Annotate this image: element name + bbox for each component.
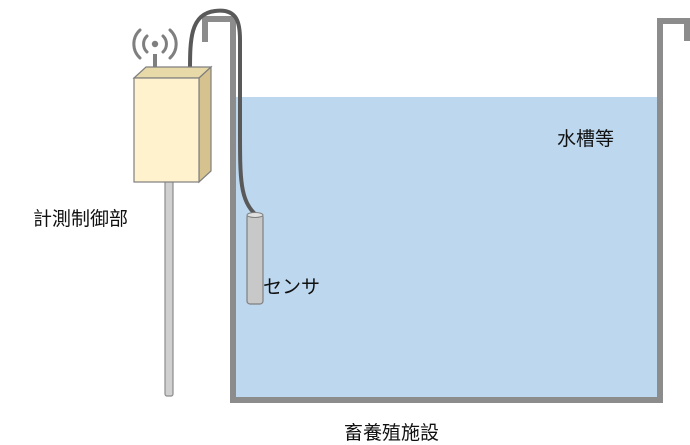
facility-label: 畜養殖施設 bbox=[344, 422, 440, 444]
tank-wall bbox=[202, 16, 690, 403]
control-unit-label: 計測制御部 bbox=[33, 208, 129, 230]
antenna-stub bbox=[153, 54, 157, 72]
support-pole bbox=[164, 177, 174, 397]
control-unit-box bbox=[132, 65, 213, 184]
tank-label: 水槽等 bbox=[557, 128, 615, 150]
water-body bbox=[233, 97, 657, 397]
sensor-cable bbox=[188, 8, 258, 217]
sensor-label: センサ bbox=[263, 276, 321, 298]
sensor-probe bbox=[246, 212, 264, 305]
wireless-antenna-icon bbox=[132, 28, 178, 60]
